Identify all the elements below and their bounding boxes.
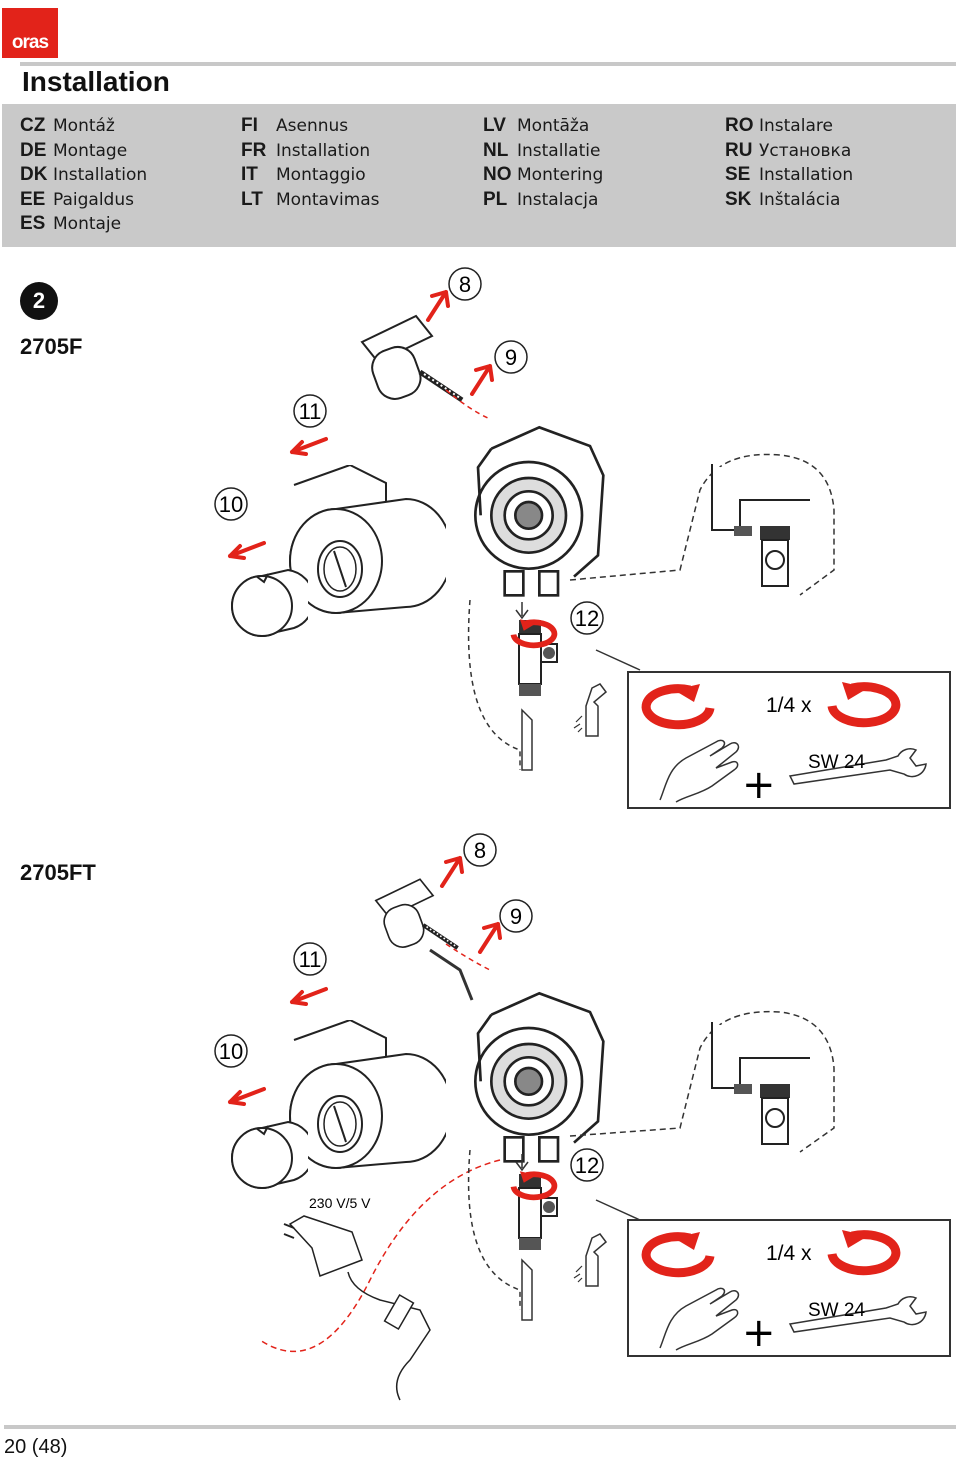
power-adapter-illustration <box>283 1215 431 1401</box>
callout-10: 10 <box>214 487 248 521</box>
svg-text:8: 8 <box>474 838 486 863</box>
down-arrow-icon <box>515 1154 529 1172</box>
down-arrow-icon <box>515 602 529 620</box>
svg-text:9: 9 <box>505 345 517 370</box>
logo-text: oras <box>11 32 49 53</box>
callout-11: 11 <box>293 394 327 428</box>
cover-housing-illustration <box>289 465 446 614</box>
arrow-left-icon <box>228 541 266 560</box>
detail-boundary <box>569 1010 835 1153</box>
callout-11: 11 <box>293 942 327 976</box>
svg-text:9: 9 <box>510 904 522 929</box>
tee-connector-illustration <box>518 1174 558 1251</box>
callout-9: 9 <box>494 340 528 374</box>
assembly-guide-line <box>445 389 489 419</box>
model-label: 2705FT <box>20 860 96 885</box>
installation-diagram-2705F: 8 9 11 10 12 1/4 x + SW 24 <box>214 267 951 809</box>
callout-9: 9 <box>499 899 533 933</box>
pipe-illustration <box>521 1258 533 1321</box>
callout-12: 12 <box>570 1148 604 1182</box>
model-label: 2705F <box>20 334 83 359</box>
detail-boundary <box>467 599 521 770</box>
valve-body-illustration <box>473 991 605 1163</box>
svg-text:12: 12 <box>575 1153 599 1178</box>
arrow-left-icon <box>290 987 328 1006</box>
leader-line <box>595 649 641 671</box>
step-number-badge: 2 <box>20 282 58 320</box>
wrench-size-label: SW 24 <box>808 752 865 773</box>
header-rule <box>20 62 956 66</box>
valve-body-illustration <box>473 425 605 597</box>
end-cap-illustration <box>231 569 308 637</box>
oras-logo: oras <box>2 8 58 58</box>
callout-8: 8 <box>463 833 497 867</box>
sensor-cable <box>429 948 474 1001</box>
page-title: Installation <box>22 66 170 97</box>
callout-8: 8 <box>448 267 482 301</box>
assembly-guide-line <box>445 943 491 971</box>
svg-text:11: 11 <box>299 399 322 424</box>
faucet-icon <box>573 1233 607 1287</box>
control-cartridge-illustration <box>376 879 458 951</box>
end-cap-illustration <box>231 1121 308 1189</box>
callout-10: 10 <box>214 1034 248 1068</box>
turn-label: 1/4 x <box>766 1242 812 1265</box>
faucet-icon <box>573 683 607 737</box>
installation-diagram-2705FT: 230 V/5 V 8 9 11 10 12 1/4 x + SW 24 <box>214 833 951 1401</box>
pipe-illustration <box>521 708 533 771</box>
detail-boundary <box>467 1149 521 1310</box>
arrow-up-icon <box>426 290 450 322</box>
arrow-up-icon <box>470 364 494 396</box>
svg-text:10: 10 <box>219 492 243 517</box>
plus-sign: + <box>742 762 776 808</box>
wrench-size-label: SW 24 <box>808 1300 865 1321</box>
cover-housing-illustration <box>289 1020 446 1169</box>
footer-rule <box>4 1425 956 1429</box>
adapter-voltage-label: 230 V/5 V <box>309 1195 371 1211</box>
svg-text:11: 11 <box>299 947 322 972</box>
page-number: 20 (48) <box>4 1436 68 1458</box>
connection-detail-illustration <box>711 1021 811 1145</box>
connection-detail-illustration <box>711 463 811 587</box>
svg-text:8: 8 <box>459 272 471 297</box>
arrow-left-icon <box>290 437 328 456</box>
detail-boundary <box>569 453 835 596</box>
power-cable-guide <box>259 1159 501 1353</box>
plus-sign: + <box>742 1310 776 1356</box>
arrow-up-icon <box>440 856 464 888</box>
svg-text:12: 12 <box>575 606 599 631</box>
svg-text:10: 10 <box>219 1039 243 1064</box>
arrow-left-icon <box>228 1087 266 1106</box>
arrow-up-icon <box>478 922 502 954</box>
leader-line <box>595 1199 641 1221</box>
callout-12: 12 <box>570 601 604 635</box>
turn-label: 1/4 x <box>766 694 812 717</box>
